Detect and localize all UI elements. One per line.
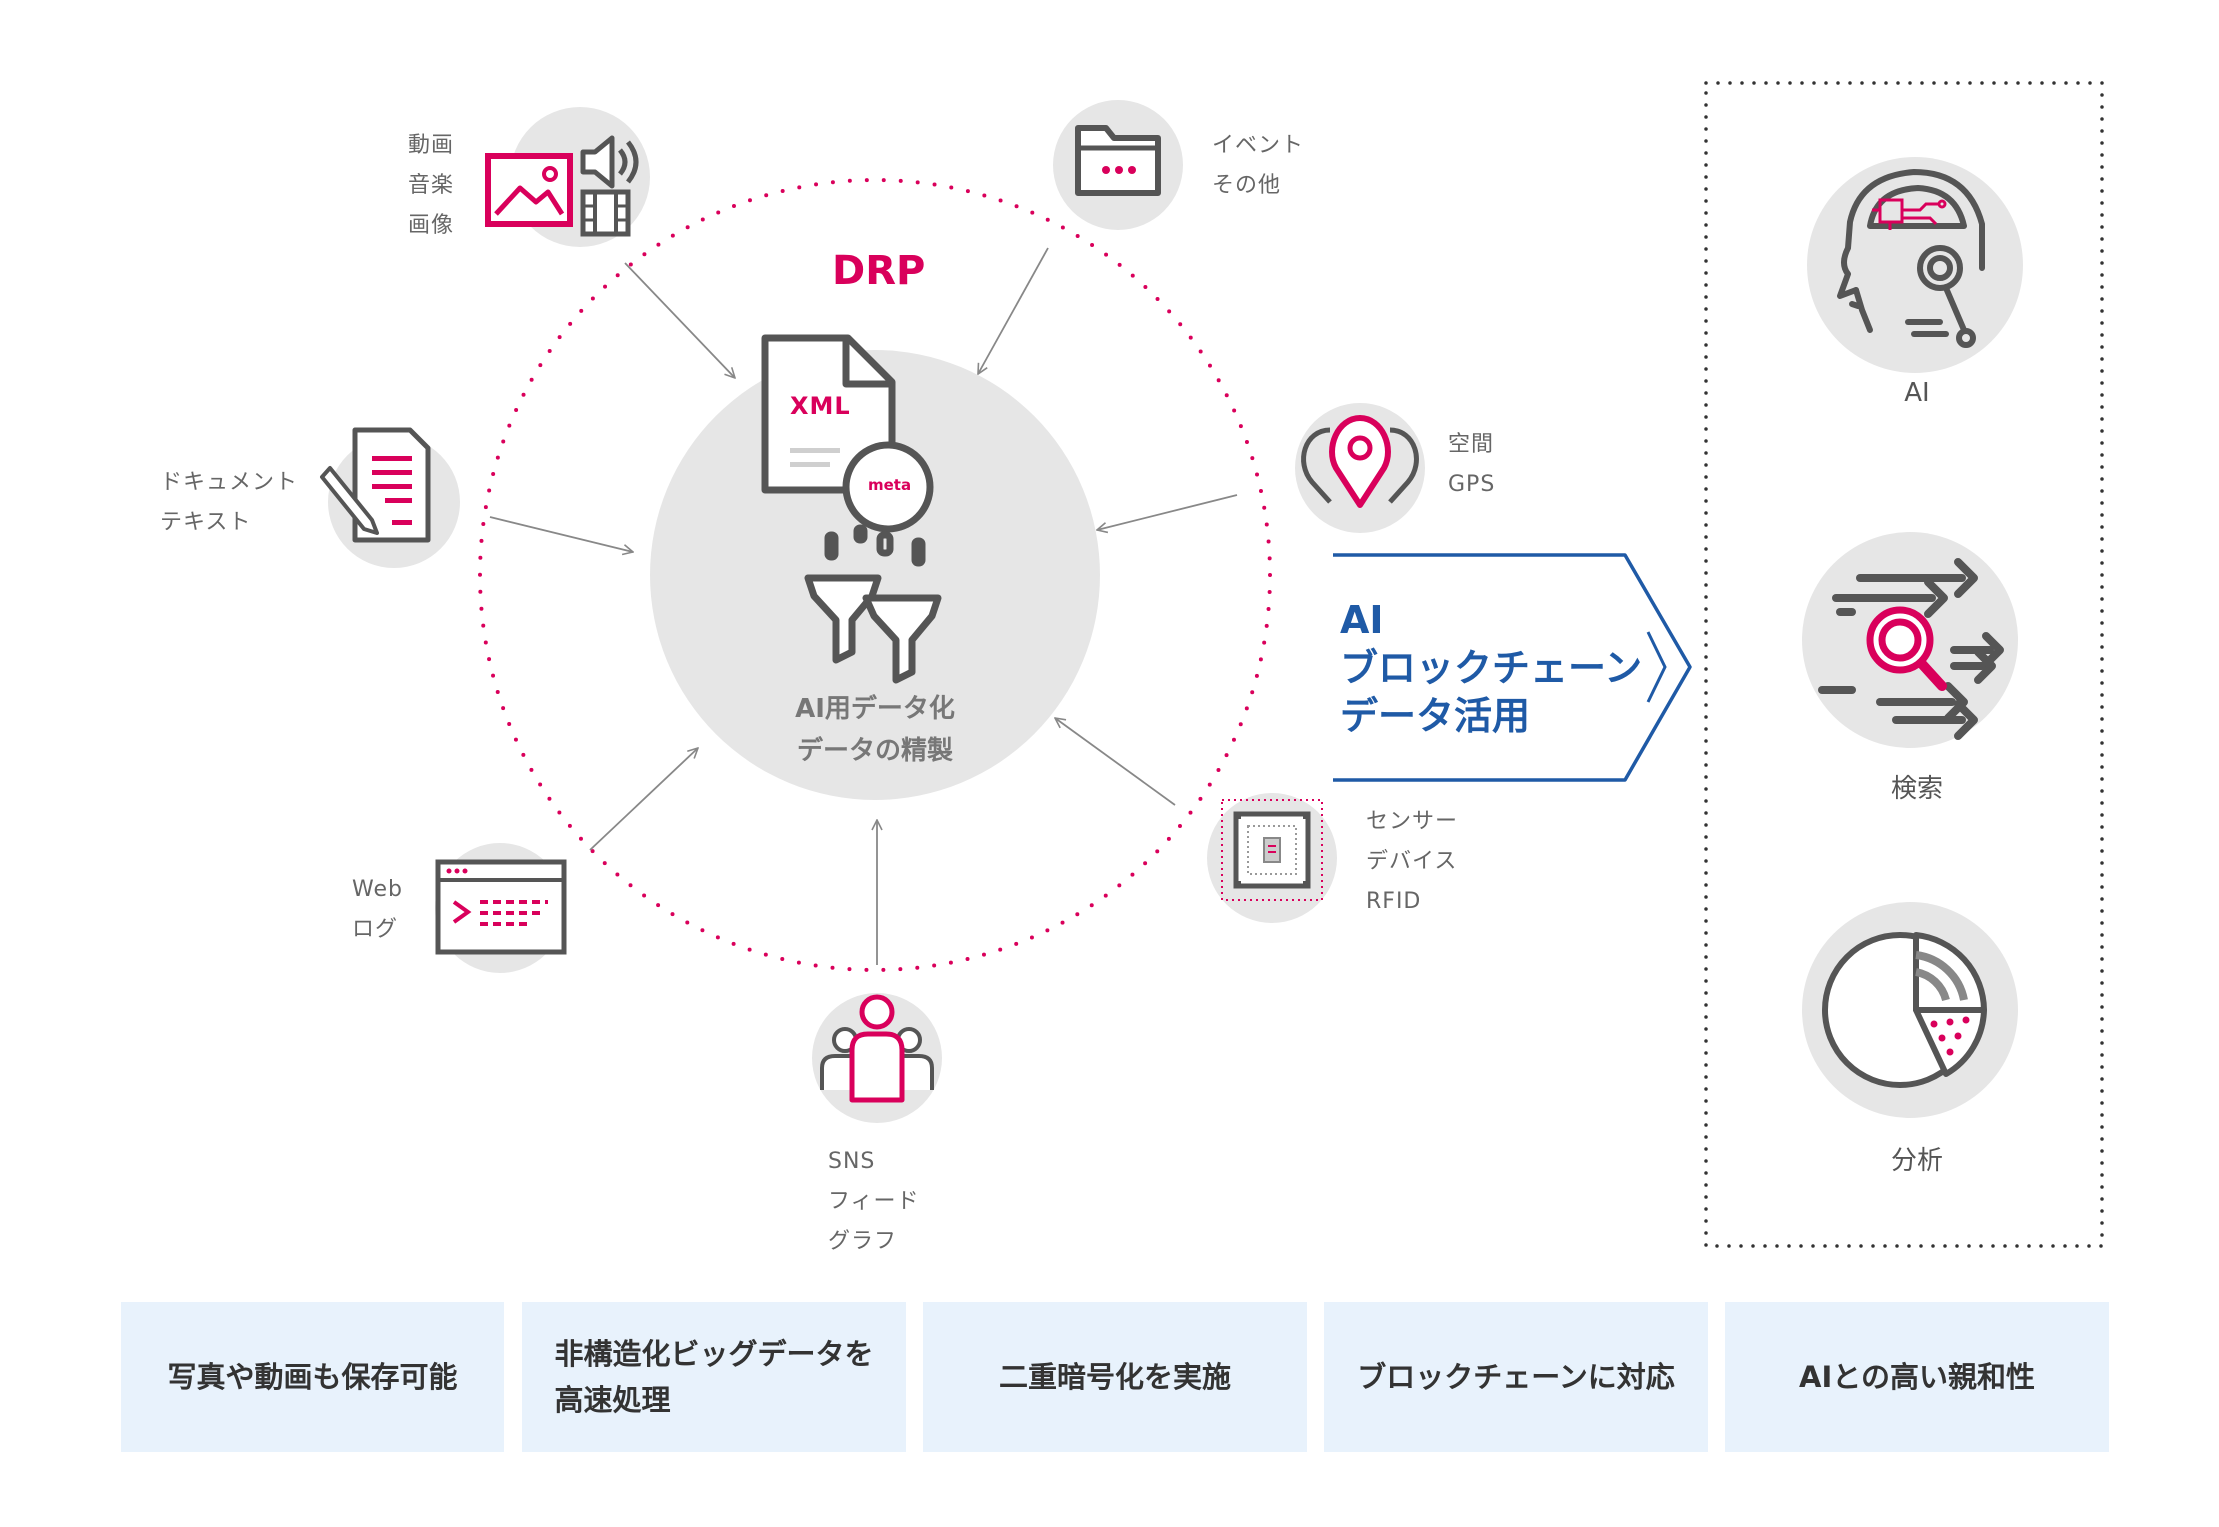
search-speed-icon bbox=[1818, 558, 2004, 740]
feature-label: 二重暗号化を実施 bbox=[998, 1360, 1231, 1394]
source-label-gps: 空間 GPS bbox=[1448, 432, 1496, 497]
pie-chart-icon bbox=[1822, 932, 1987, 1088]
document-pencil-icon bbox=[320, 427, 431, 543]
feature-box-5: AIとの高い親和性 bbox=[1725, 1302, 2109, 1452]
output-arrow bbox=[1333, 553, 1692, 782]
arrow-gps bbox=[1097, 494, 1238, 530]
arrow-document bbox=[489, 516, 633, 552]
source-label-event: イベント その他 bbox=[1212, 133, 1305, 198]
arrow-media bbox=[624, 262, 735, 378]
ai-head-icon bbox=[1837, 169, 1985, 348]
feature-box-4: ブロックチェーンに対応 bbox=[1324, 1302, 1708, 1452]
meta-label: meta bbox=[868, 476, 912, 494]
feature-label: 非構造化ビッグデータを 高速処理 bbox=[554, 1337, 874, 1417]
output-chevron-icon bbox=[1646, 631, 1667, 703]
xml-label: XML bbox=[790, 392, 851, 420]
feature-label: ブロックチェーンに対応 bbox=[1357, 1360, 1675, 1394]
feature-label: 写真や動画も保存可能 bbox=[167, 1360, 458, 1394]
funnel-icon bbox=[804, 524, 942, 684]
source-label-media: 動画 音楽 画像 bbox=[408, 133, 455, 238]
arrow-sensor bbox=[1055, 718, 1176, 806]
feature-box-3: 二重暗号化を実施 bbox=[923, 1302, 1307, 1452]
chip-icon bbox=[1221, 799, 1323, 901]
source-label-sns: SNS フィード グラフ bbox=[828, 1149, 920, 1254]
meta-badge-icon bbox=[842, 441, 934, 533]
film-icon bbox=[580, 189, 631, 237]
drp-dotted-ring bbox=[478, 178, 1272, 972]
output-title: AI ブロックチェーン データ活用 bbox=[1340, 598, 1643, 738]
feature-box-2: 非構造化ビッグデータを 高速処理 bbox=[522, 1302, 906, 1452]
source-label-document: ドキュメント テキスト bbox=[160, 470, 299, 535]
feature-label: AIとの高い親和性 bbox=[1799, 1360, 2035, 1394]
use-label-analysis: 分析 bbox=[1890, 1146, 1943, 1176]
use-label-search: 検索 bbox=[1890, 774, 1943, 804]
image-icon bbox=[485, 153, 573, 227]
map-pin-icon bbox=[1301, 415, 1419, 508]
magnifier-icon bbox=[1866, 606, 1947, 691]
arrow-event bbox=[978, 247, 1049, 374]
hub-caption: AI用データ化 データの精製 bbox=[795, 694, 955, 766]
people-icon bbox=[820, 994, 934, 1103]
ai-use-circle bbox=[1807, 157, 2023, 373]
feature-box-1: 写真や動画も保存可能 bbox=[121, 1302, 504, 1452]
use-label-ai: AI bbox=[1904, 378, 1930, 408]
source-label-sensor: センサー デバイス RFID bbox=[1366, 809, 1459, 914]
drp-title: DRP bbox=[832, 248, 926, 294]
arrow-web bbox=[589, 748, 698, 851]
folder-icon bbox=[1075, 125, 1161, 196]
speaker-icon bbox=[580, 135, 639, 189]
ai-circuit-icon bbox=[1872, 198, 1947, 230]
browser-log-icon bbox=[435, 859, 567, 955]
source-label-web: Web ログ bbox=[352, 877, 403, 942]
